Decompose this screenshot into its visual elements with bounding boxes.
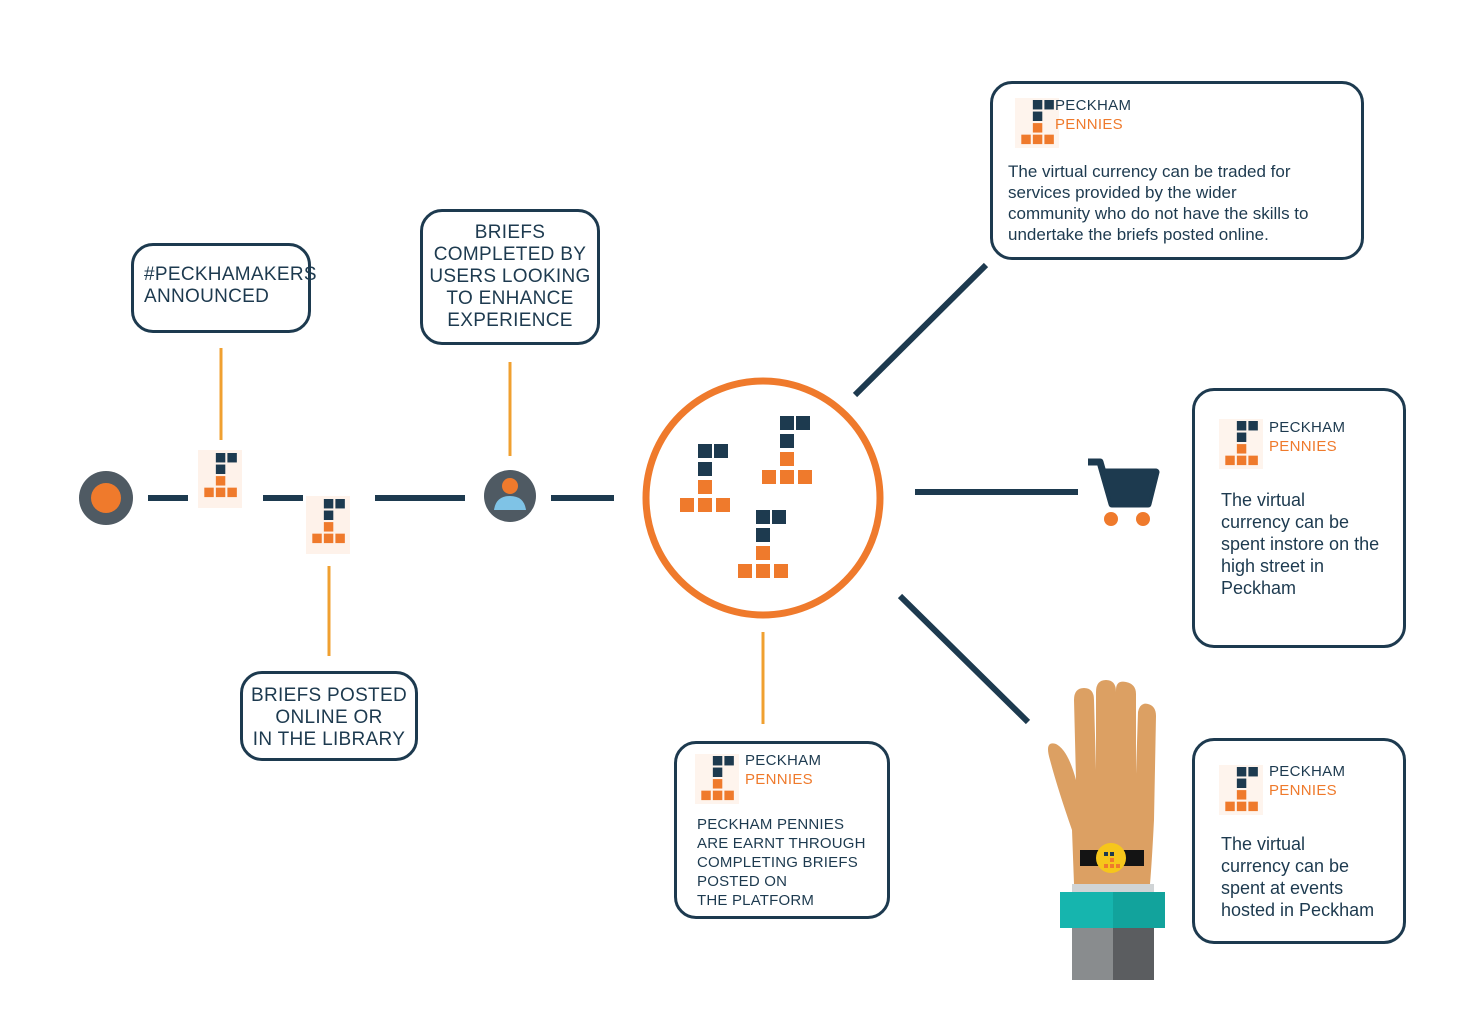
trade-description: The virtual currency can be traded for s… [1008, 162, 1309, 244]
earn-description: PECKHAM PENNIES ARE EARNT THROUGH COMPLE… [697, 816, 866, 909]
events-card: PECKHAM PENNIES The virtual currency can… [1192, 738, 1406, 944]
shopping-cart-icon [1088, 458, 1160, 526]
brand-name-top: PECKHAM [745, 752, 822, 769]
announced-box: #PECKHAMAKERS ANNOUNCED [131, 243, 317, 333]
trade-card: PECKHAM PENNIES The virtual currency can… [990, 81, 1364, 260]
spoke-lines [852, 262, 1078, 725]
user-avatar-icon [484, 470, 536, 522]
announced-label: #PECKHAMAKERS ANNOUNCED [144, 264, 317, 307]
brand-name-bottom: PENNIES [1269, 438, 1337, 455]
pennies-logo-icon [306, 496, 350, 554]
brand-name-top: PECKHAM [1269, 419, 1346, 436]
instore-description: The virtual currency can be spent instor… [1221, 490, 1380, 598]
start-dot-icon [79, 471, 133, 525]
briefs-posted-box: BRIEFS POSTED ONLINE OR IN THE LIBRARY [240, 671, 418, 761]
hand-wristband-icon [1048, 680, 1165, 980]
brand-name-bottom: PENNIES [1055, 116, 1123, 133]
earn-card: PECKHAM PENNIES PECKHAM PENNIES ARE EARN… [674, 741, 890, 919]
pennies-hub-circle [642, 377, 884, 619]
pennies-logo-icon [198, 450, 242, 508]
brand-name-top: PECKHAM [1055, 97, 1132, 114]
pennies-logo-icon [1015, 98, 1059, 148]
pennies-logo-icon [1219, 419, 1263, 469]
brand-name-top: PECKHAM [1269, 763, 1346, 780]
briefs-completed-label: BRIEFS COMPLETED BY USERS LOOKING TO ENH… [429, 222, 591, 331]
brand-name-bottom: PENNIES [745, 771, 813, 788]
briefs-posted-label: BRIEFS POSTED ONLINE OR IN THE LIBRARY [251, 685, 407, 750]
callout-lines [219, 348, 765, 724]
pennies-logo-icon [695, 754, 739, 804]
briefs-completed-box: BRIEFS COMPLETED BY USERS LOOKING TO ENH… [420, 209, 600, 345]
pennies-logo-icon [1219, 765, 1263, 815]
events-description: The virtual currency can be spent at eve… [1221, 834, 1375, 920]
instore-card: PECKHAM PENNIES The virtual currency can… [1192, 388, 1406, 648]
brand-name-bottom: PENNIES [1269, 782, 1337, 799]
